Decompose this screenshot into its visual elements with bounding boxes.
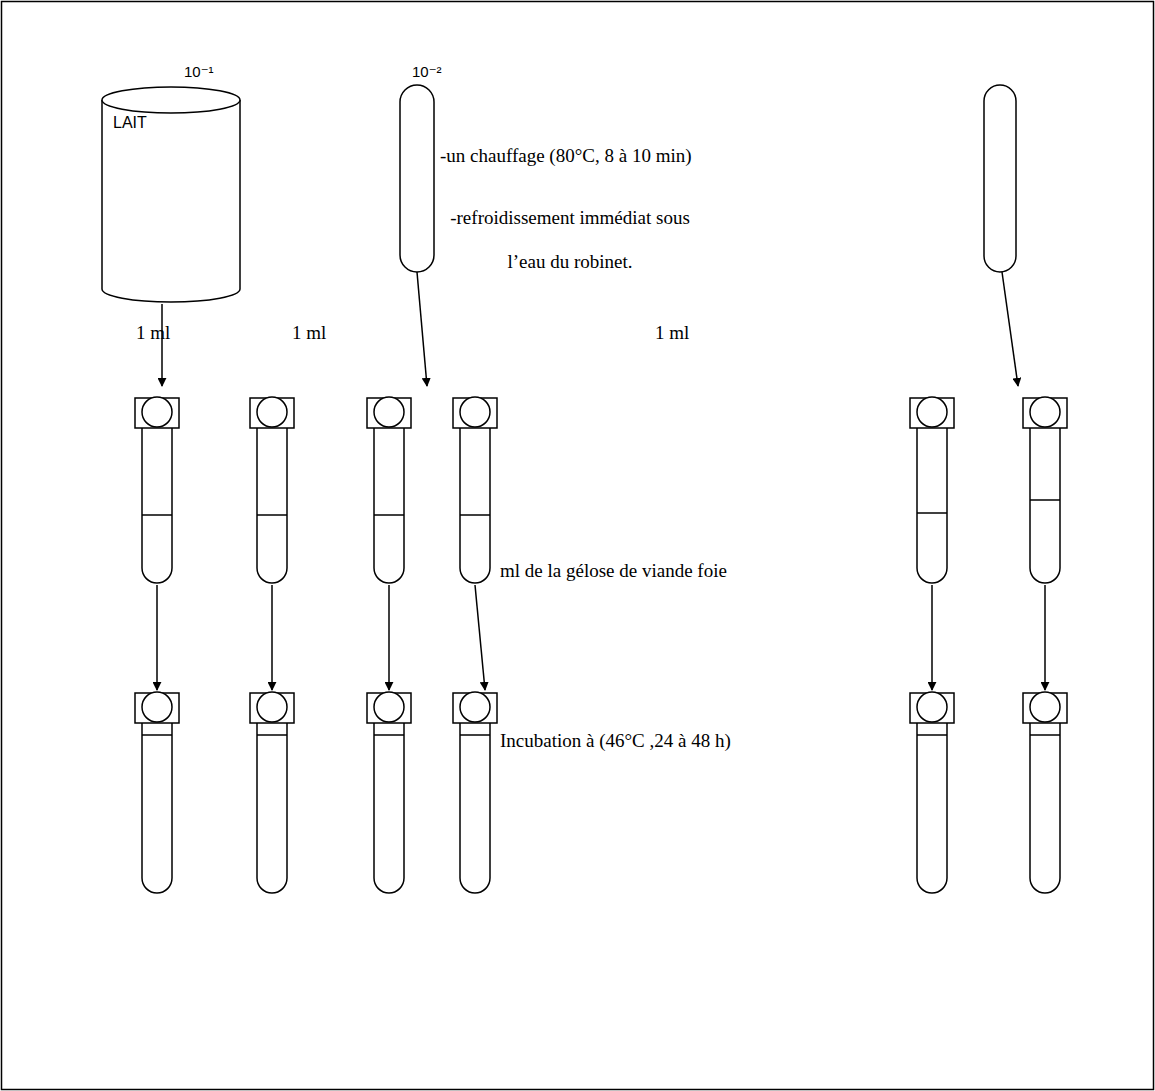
incubation-note: Incubation à (46°C ,24 à 48 h) — [500, 730, 731, 752]
arrow — [1044, 585, 1046, 690]
arrow — [931, 585, 933, 690]
arrow — [417, 272, 427, 386]
milk-container: LAIT — [101, 86, 241, 304]
arrow — [161, 304, 163, 386]
dilution-label: 10⁻² — [412, 63, 442, 80]
capped-tube — [367, 397, 411, 583]
capped-tube — [135, 397, 179, 583]
capped-tube — [910, 397, 954, 583]
dilution-tube — [984, 85, 1016, 272]
arrow — [271, 585, 273, 690]
dilution-tube — [400, 85, 434, 272]
capped-tube — [135, 692, 179, 893]
volume-label: 1 ml — [655, 322, 689, 344]
volume-label: 1 ml — [136, 322, 170, 344]
step-note: -un chauffage (80°C, 8 à 10 min) — [440, 145, 692, 167]
arrow — [156, 585, 158, 690]
dilution-label: 10⁻¹ — [184, 63, 214, 80]
capped-tube — [453, 397, 497, 583]
arrow — [388, 585, 390, 690]
capped-tube — [250, 397, 294, 583]
arrow — [475, 585, 485, 690]
capped-tube — [250, 692, 294, 893]
capped-tube — [453, 692, 497, 893]
arrow — [1002, 272, 1018, 386]
volume-label: 1 ml — [292, 322, 326, 344]
capped-tube — [910, 692, 954, 893]
step-note: -refroidissement immédiat sous l’eau du … — [445, 196, 695, 283]
medium-note: ml de la gélose de viande foie — [500, 560, 727, 582]
capped-tube — [367, 692, 411, 893]
capped-tube — [1023, 397, 1067, 583]
container-label: LAIT — [113, 114, 147, 132]
capped-tube — [1023, 692, 1067, 893]
